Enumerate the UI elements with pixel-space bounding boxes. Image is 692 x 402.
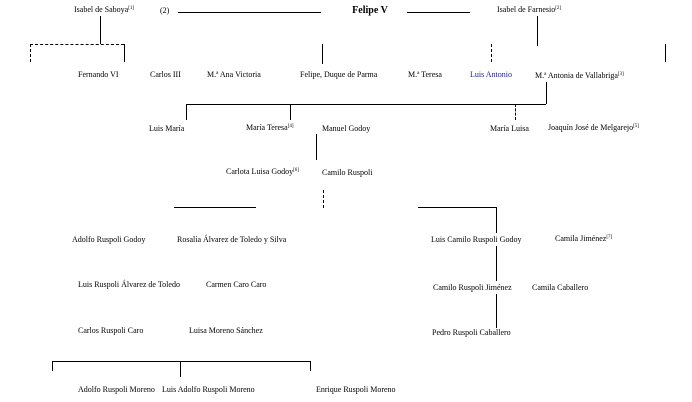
line-maria-teresa-down bbox=[491, 44, 492, 62]
carlota-ref: [6] bbox=[293, 168, 299, 173]
line-maria-teresa-b-down bbox=[290, 104, 291, 120]
line-maria-luisa-down bbox=[515, 104, 516, 120]
line-gen5-right-bar bbox=[418, 207, 496, 208]
line-gen6-left bbox=[52, 361, 53, 371]
marriage-line-left bbox=[178, 12, 321, 13]
line-marriage-godoy bbox=[316, 134, 317, 160]
isabel-saboya-node[interactable]: Isabel de Saboya[1] bbox=[74, 4, 134, 15]
line-right-branch-2 bbox=[496, 246, 497, 281]
line-felipe-duque-down bbox=[322, 44, 323, 64]
line-gen6-center bbox=[180, 361, 181, 377]
luis-antonio-node[interactable]: Luis Antonio bbox=[470, 70, 513, 79]
isabel-saboya-ref: [1] bbox=[128, 6, 135, 11]
luis-maria-node[interactable]: Luis María bbox=[149, 124, 185, 133]
isabel-farnesio-ref: [2] bbox=[555, 6, 562, 11]
luis-ruspoli-node[interactable]: Luis Ruspoli Álvarez de Toledo bbox=[78, 280, 180, 289]
maria-teresa-b-name: María Teresa bbox=[246, 123, 288, 132]
camilo-node[interactable]: Camilo Ruspoli bbox=[322, 168, 373, 177]
line-right-end bbox=[665, 44, 666, 62]
gen6-c-node[interactable]: Enrique Ruspoli Moreno bbox=[316, 385, 396, 394]
line-gen6-right bbox=[310, 361, 311, 371]
isabel-farnesio-name: Isabel de Farnesio bbox=[497, 5, 556, 14]
manuel-godoy-node[interactable]: Manuel Godoy bbox=[322, 124, 371, 133]
carlos-iii-node[interactable]: Carlos III bbox=[150, 70, 181, 79]
joaquin-name: Joaquín José de Melgarejo bbox=[548, 123, 634, 132]
gen6-b-node[interactable]: Luis Adolfo Ruspoli Moreno bbox=[162, 385, 255, 394]
luisa-node[interactable]: Luisa Moreno Sánchez bbox=[189, 326, 263, 335]
line-right-branch-1 bbox=[496, 207, 497, 233]
maria-luisa-node[interactable]: María Luisa bbox=[490, 124, 529, 133]
marriage-order-label: (2) bbox=[160, 6, 170, 15]
line-fernando-down bbox=[124, 44, 125, 62]
carlos-ruspoli-node[interactable]: Carlos Ruspoli Caro bbox=[78, 326, 144, 335]
line-luis-maria-down bbox=[186, 104, 187, 120]
carlota-name: Carlota Luisa Godoy bbox=[226, 167, 294, 176]
felipe-duque-node[interactable]: Felipe, Duque de Parma bbox=[300, 70, 378, 79]
line-saboya-children bbox=[30, 44, 124, 45]
camila-b-node[interactable]: Camila Caballero bbox=[532, 283, 589, 292]
carmen-node[interactable]: Carmen Caro Caro bbox=[206, 280, 267, 289]
marriage-line-right bbox=[407, 12, 470, 13]
line-gen2-down bbox=[546, 82, 547, 104]
luis-camilo-node[interactable]: Luis Camilo Ruspoli Godoy bbox=[431, 235, 522, 244]
line-right-branch-3 bbox=[496, 294, 497, 328]
maria-antonia-node[interactable]: M.ª Antonia de Vallabriga[3] bbox=[535, 70, 624, 81]
camilo-b-node[interactable]: Camilo Ruspoli Jiménez bbox=[433, 283, 512, 292]
line-left-end bbox=[30, 44, 31, 62]
joaquin-ref: [5] bbox=[633, 124, 639, 129]
maria-teresa-b-node[interactable]: María Teresa[4] bbox=[246, 122, 294, 133]
camila-ref: [7] bbox=[606, 235, 613, 240]
adolfo-node[interactable]: Adolfo Ruspoli Godoy bbox=[72, 235, 146, 244]
line-gen5-left-bar bbox=[174, 207, 256, 208]
maria-teresa-b-ref: [4] bbox=[287, 124, 294, 129]
maria-antonia-name: M.ª Antonia de Vallabriga bbox=[535, 71, 618, 80]
joaquin-node[interactable]: Joaquín José de Melgarejo[5] bbox=[548, 122, 639, 133]
gen6-a-node[interactable]: Adolfo Ruspoli Moreno bbox=[78, 385, 155, 394]
line-gen6-bar bbox=[52, 361, 310, 362]
maria-teresa-node[interactable]: M.ª Teresa bbox=[408, 70, 442, 79]
carlota-node[interactable]: Carlota Luisa Godoy[6] bbox=[226, 166, 299, 177]
fernando-vi-node[interactable]: Fernando VI bbox=[78, 70, 119, 79]
pedro-node[interactable]: Pedro Ruspoli Caballero bbox=[432, 328, 511, 337]
rosalia-node[interactable]: Rosalía Álvarez de Toledo y Silva bbox=[177, 235, 287, 244]
line-saboya-down bbox=[100, 16, 101, 44]
isabel-saboya-name: Isabel de Saboya bbox=[74, 5, 129, 14]
maria-ana-node[interactable]: M.ª Ana Victoria bbox=[207, 70, 261, 79]
isabel-farnesio-node[interactable]: Isabel de Farnesio[2] bbox=[497, 4, 561, 15]
camila-name: Camila Jiménez bbox=[555, 234, 607, 243]
camila-node[interactable]: Camila Jiménez[7] bbox=[555, 233, 612, 244]
line-gen4-down bbox=[323, 190, 324, 208]
line-farnesio-down bbox=[537, 16, 538, 46]
line-gen3-bar bbox=[186, 104, 546, 105]
felipe-v-node[interactable]: Felipe V bbox=[352, 5, 388, 16]
maria-antonia-ref: [3] bbox=[617, 72, 624, 77]
